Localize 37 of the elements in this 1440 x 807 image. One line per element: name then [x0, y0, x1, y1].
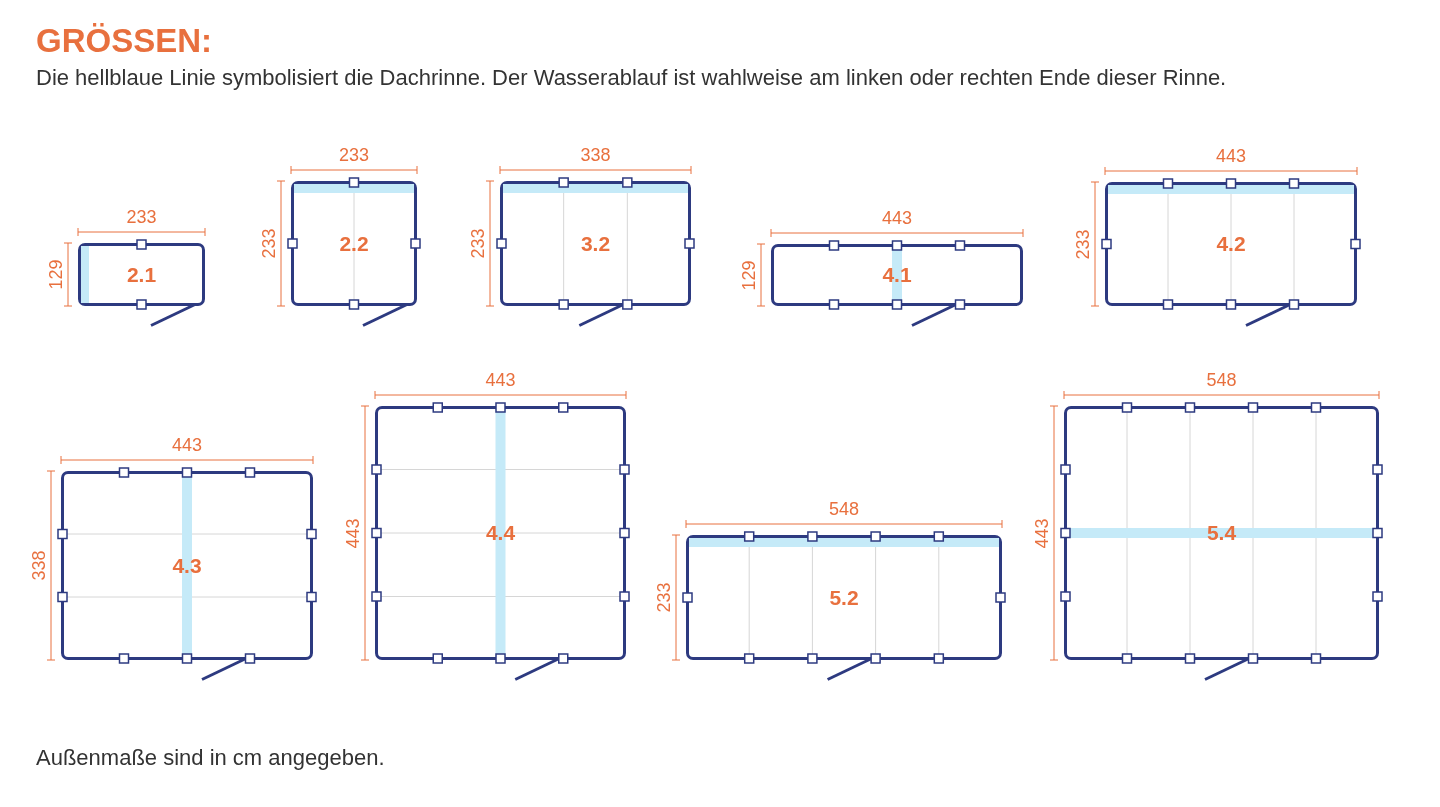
dimension-label: 443: [342, 518, 364, 548]
floor-plan-outline: [61, 471, 313, 660]
dimension-label: 548: [1206, 370, 1237, 391]
plan-number: 5.4: [1206, 521, 1237, 545]
dimension-label: 129: [45, 259, 67, 290]
floor-plan-outline: [500, 181, 691, 306]
dimension-label: 233: [467, 228, 489, 259]
dimension-label: 443: [1031, 518, 1053, 548]
plan-number: 4.2: [1216, 232, 1246, 256]
plan-number: 2.2: [339, 231, 369, 256]
plan-number: 5.2: [829, 585, 859, 610]
dimension-label: 233: [1072, 229, 1094, 259]
dimension-label: 443: [172, 435, 203, 456]
dimension-label: 443: [882, 208, 913, 229]
floor-plan-outline: [686, 535, 1002, 660]
dimension-label: 233: [258, 228, 280, 259]
plan-number: 4.3: [172, 553, 202, 578]
plan-number: 2.1: [126, 262, 157, 287]
dimension-label: 233: [339, 145, 370, 166]
dimension-label: 233: [653, 582, 675, 613]
dimension-label: 338: [28, 550, 50, 581]
floor-plan-outline: [1064, 406, 1379, 660]
title: GRÖSSEN:: [36, 22, 213, 60]
floor-plan-outline: [1105, 182, 1357, 306]
subtitle: Die hellblaue Linie symbolisiert die Dachrinne. Der Wasserablauf ist wahlweise am linken oder rechten Ende dieser Rinne.: [36, 65, 1227, 91]
floor-plan-outline: [291, 181, 417, 306]
dimension-label: 443: [485, 370, 516, 391]
plan-number: 3.2: [580, 231, 611, 256]
dimension-label: 338: [580, 145, 611, 166]
floor-plan-outline: [375, 406, 626, 660]
plan-number: 4.1: [882, 263, 912, 287]
plan-number: 4.4: [485, 521, 516, 545]
dimension-label: 548: [829, 499, 860, 520]
dimension-label: 129: [738, 260, 760, 290]
footnote: Außenmaße sind in cm angegeben.: [36, 745, 385, 771]
dimension-label: 443: [1216, 146, 1247, 167]
dimension-label: 233: [126, 207, 157, 228]
